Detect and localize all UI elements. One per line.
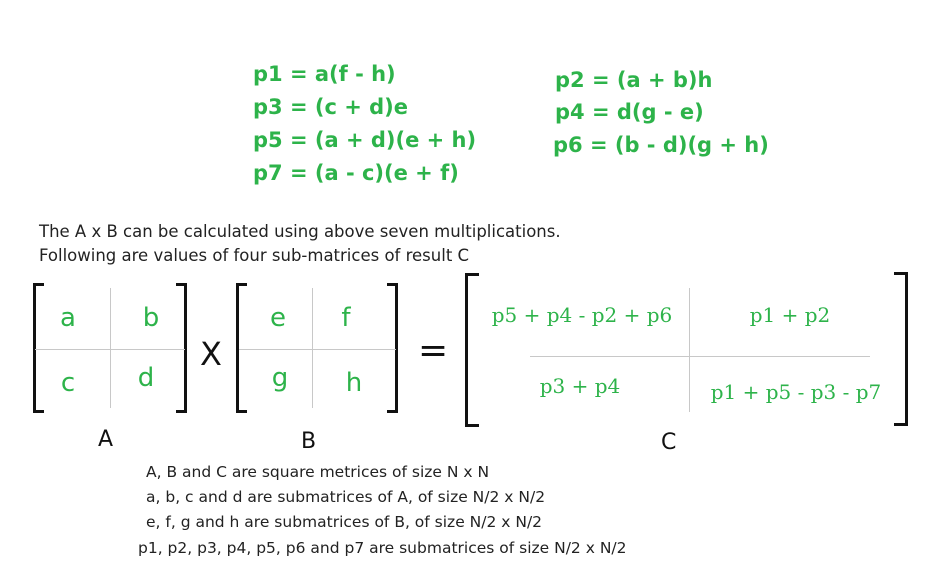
matrix-b-cell-h: h (345, 368, 363, 398)
matrix-b-label: B (301, 429, 317, 454)
note-line-2: a, b, c and d are submatrices of A, of s… (146, 488, 546, 506)
matrix-c-h-divider (530, 356, 870, 357)
note-line-3: e, f, g and h are submatrices of B, of s… (146, 513, 543, 531)
description-line-1: The A x B can be calculated using above … (39, 222, 561, 241)
formula-p5: p5 = (a + d)(e + h) (253, 128, 477, 152)
matrix-a-label: A (98, 427, 114, 452)
matrix-a-left-bracket (33, 283, 44, 413)
matrix-b-cell-g: g (271, 363, 289, 393)
matrix-c-cell-c11: p5 + p4 - p2 + p6 (491, 303, 673, 327)
multiply-operator: X (200, 335, 222, 373)
matrix-a-cell-a: a (60, 303, 76, 333)
matrix-a-v-divider (110, 288, 111, 408)
formula-p1: p1 = a(f - h) (253, 62, 396, 86)
description-line-2: Following are values of four sub-matrice… (39, 246, 470, 265)
matrix-b-right-bracket (387, 283, 398, 413)
matrix-a-cell-c: c (60, 368, 76, 398)
matrix-c-v-divider (689, 288, 690, 412)
matrix-c-cell-c12: p1 + p2 (749, 303, 831, 327)
formula-p6: p6 = (b - d)(g + h) (553, 133, 769, 157)
formula-p4: p4 = d(g - e) (555, 100, 704, 124)
matrix-c-cell-c22: p1 + p5 - p3 - p7 (710, 380, 882, 404)
matrix-b-left-bracket (236, 283, 247, 413)
matrix-c-label: C (661, 430, 677, 455)
matrix-b-v-divider (312, 288, 313, 408)
equals-operator: = (418, 330, 449, 371)
matrix-b-cell-f: f (341, 303, 351, 333)
matrix-a-right-bracket (176, 283, 187, 413)
matrix-a-cell-d: d (137, 363, 155, 393)
matrix-a-cell-b: b (142, 303, 160, 333)
formula-p2: p2 = (a + b)h (555, 68, 713, 92)
matrix-c-left-bracket (465, 273, 479, 427)
formula-p7: p7 = (a - c)(e + f) (253, 161, 459, 185)
formula-p3: p3 = (c + d)e (253, 95, 408, 119)
note-line-1: A, B and C are square metrices of size N… (146, 463, 490, 481)
note-line-4: p1, p2, p3, p4, p5, p6 and p7 are submat… (138, 539, 627, 557)
matrix-c-right-bracket (894, 272, 908, 426)
matrix-c-cell-c21: p3 + p4 (539, 374, 621, 398)
matrix-b-h-divider (239, 349, 396, 350)
matrix-b-cell-e: e (270, 303, 286, 333)
